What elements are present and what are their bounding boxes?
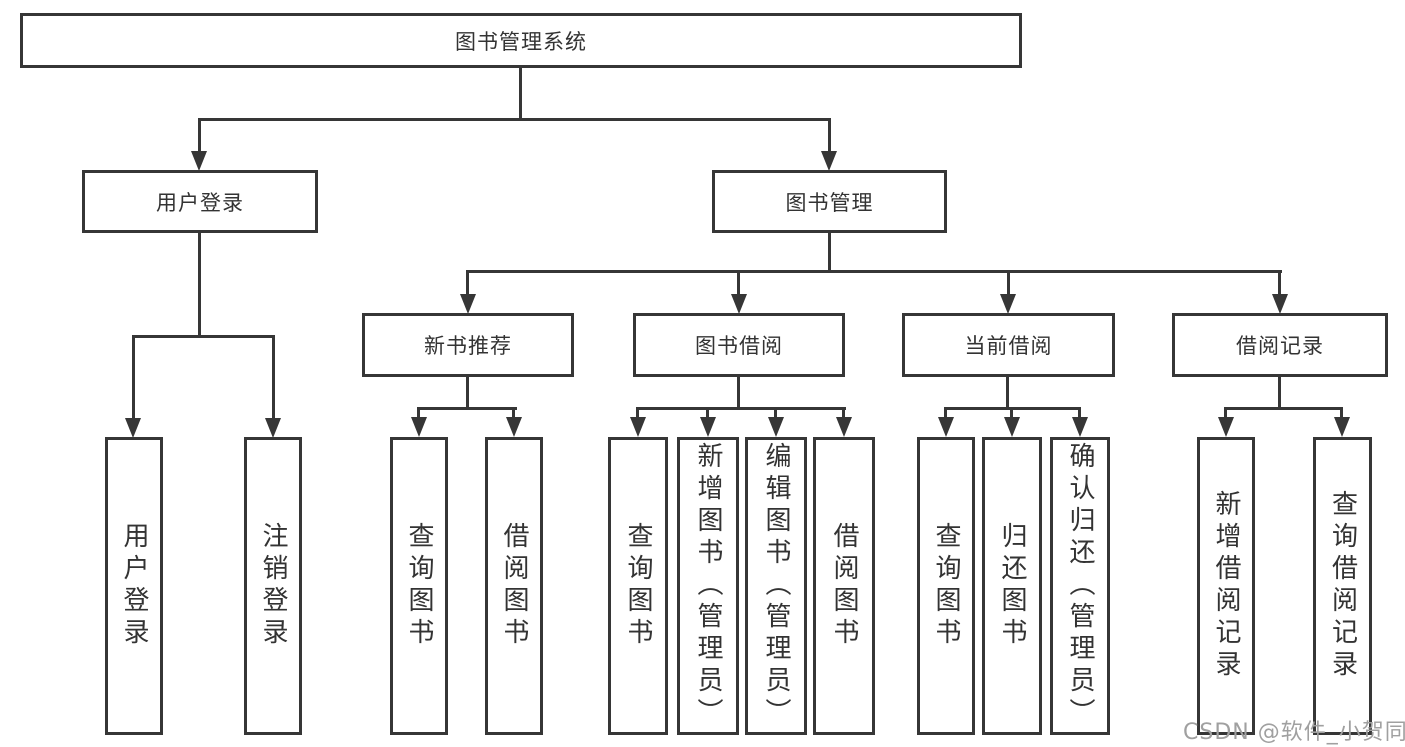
- connector-rail: [636, 407, 846, 410]
- connector-arrow-line: [417, 407, 420, 420]
- arrow-down-icon: [768, 417, 784, 437]
- leaf-return-books: 归还图书: [982, 437, 1042, 735]
- node-label: 借阅记录: [1236, 334, 1324, 358]
- arrow-down-icon: [836, 417, 852, 437]
- node-label: 查询图书: [931, 522, 961, 650]
- connector-arrow-line: [737, 270, 740, 296]
- node-book-borrowing: 图书借阅: [633, 313, 845, 377]
- connector-arrow-line: [1340, 407, 1343, 420]
- connector-arrow-line: [512, 407, 515, 420]
- leaf-query-borrow-record: 查询借阅记录: [1313, 437, 1372, 735]
- node-label: 归还图书: [997, 522, 1027, 650]
- node-borrowing-records: 借阅记录: [1172, 313, 1388, 377]
- connector-rail: [417, 407, 517, 410]
- arrow-down-icon: [630, 417, 646, 437]
- arrow-down-icon: [1000, 294, 1016, 314]
- node-user-login: 用户登录: [82, 170, 318, 233]
- node-label: 注销登录: [258, 522, 288, 650]
- arrow-down-icon: [265, 418, 281, 438]
- node-label: 图书管理系统: [455, 29, 587, 54]
- connector-arrow-line: [466, 270, 469, 296]
- connector-rail: [1224, 407, 1343, 410]
- node-label: 新增借阅记录: [1211, 490, 1241, 682]
- node-label: 新书推荐: [424, 334, 512, 358]
- arrow-down-icon: [1004, 417, 1020, 437]
- connector-arrow-line: [272, 335, 275, 420]
- arrow-down-icon: [411, 417, 427, 437]
- leaf-query-books-current: 查询图书: [917, 437, 975, 735]
- connector-level3-rail: [466, 270, 1282, 273]
- watermark: CSDN @软件_小贺同学: [1183, 720, 1405, 745]
- node-label: 查询借阅记录: [1327, 490, 1358, 682]
- arrow-down-icon: [125, 418, 141, 438]
- node-label: 确认归还（管理员）: [1065, 442, 1095, 730]
- leaf-user-login: 用户登录: [105, 437, 163, 735]
- node-label: 用户登录: [156, 190, 244, 215]
- arrow-down-icon: [938, 417, 954, 437]
- arrow-down-icon: [191, 151, 207, 171]
- node-current-borrowing: 当前借阅: [902, 313, 1115, 377]
- arrow-down-icon: [1218, 417, 1234, 437]
- arrow-down-icon: [700, 417, 716, 437]
- connector-arrow-line: [198, 118, 201, 153]
- leaf-edit-book-admin: 编辑图书（管理员）: [745, 437, 807, 735]
- arrow-down-icon: [460, 294, 476, 314]
- connector-arrow-line: [1010, 407, 1013, 420]
- node-label: 借阅图书: [829, 522, 859, 650]
- connector-stem: [1006, 377, 1009, 407]
- connector-stem: [198, 233, 201, 335]
- connector-arrow-line: [132, 335, 135, 420]
- node-library-management-system: 图书管理系统: [20, 13, 1022, 68]
- connector-stem: [828, 233, 831, 273]
- leaf-query-books-recommend: 查询图书: [390, 437, 448, 735]
- node-label: 当前借阅: [964, 334, 1053, 358]
- leaf-add-book-admin: 新增图书（管理员）: [677, 437, 739, 735]
- arrow-down-icon: [731, 294, 747, 314]
- arrow-down-icon: [821, 151, 837, 171]
- connector-rail: [132, 335, 275, 338]
- node-label: 用户登录: [119, 522, 149, 650]
- arrow-down-icon: [1334, 417, 1350, 437]
- leaf-logout: 注销登录: [244, 437, 302, 735]
- connector-arrow-line: [842, 407, 845, 420]
- connector-arrow-line: [1278, 270, 1281, 296]
- connector-arrow-line: [1224, 407, 1227, 420]
- node-label: 图书借阅: [695, 334, 783, 358]
- connector-stem: [1278, 377, 1281, 407]
- connector-stem: [737, 377, 740, 407]
- arrow-down-icon: [1272, 294, 1288, 314]
- arrow-down-icon: [1072, 417, 1088, 437]
- connector-arrow-line: [1007, 270, 1010, 296]
- node-label: 编辑图书（管理员）: [761, 442, 791, 730]
- leaf-borrow-books-borrowing: 借阅图书: [813, 437, 875, 735]
- leaf-query-books-borrowing: 查询图书: [608, 437, 668, 735]
- arrow-down-icon: [506, 417, 522, 437]
- node-label: 新增图书（管理员）: [693, 442, 723, 730]
- node-label: 借阅图书: [499, 522, 529, 650]
- connector-arrow-line: [636, 407, 639, 420]
- node-label: 查询图书: [623, 522, 653, 650]
- connector-arrow-line: [706, 407, 709, 420]
- connector-arrow-line: [1078, 407, 1081, 420]
- connector-root-stem: [519, 68, 522, 118]
- leaf-borrow-books-recommend: 借阅图书: [485, 437, 543, 735]
- node-label: 查询图书: [404, 522, 434, 650]
- node-label: 图书管理: [785, 190, 874, 215]
- leaf-confirm-return-admin: 确认归还（管理员）: [1050, 437, 1110, 735]
- connector-arrow-line: [774, 407, 777, 420]
- connector-arrow-line: [828, 118, 831, 153]
- node-new-book-recommendation: 新书推荐: [362, 313, 574, 377]
- connector-stem: [466, 377, 469, 407]
- connector-level2-rail: [198, 118, 831, 121]
- connector-arrow-line: [944, 407, 947, 420]
- leaf-add-borrow-record: 新增借阅记录: [1197, 437, 1255, 735]
- node-book-management: 图书管理: [712, 170, 947, 233]
